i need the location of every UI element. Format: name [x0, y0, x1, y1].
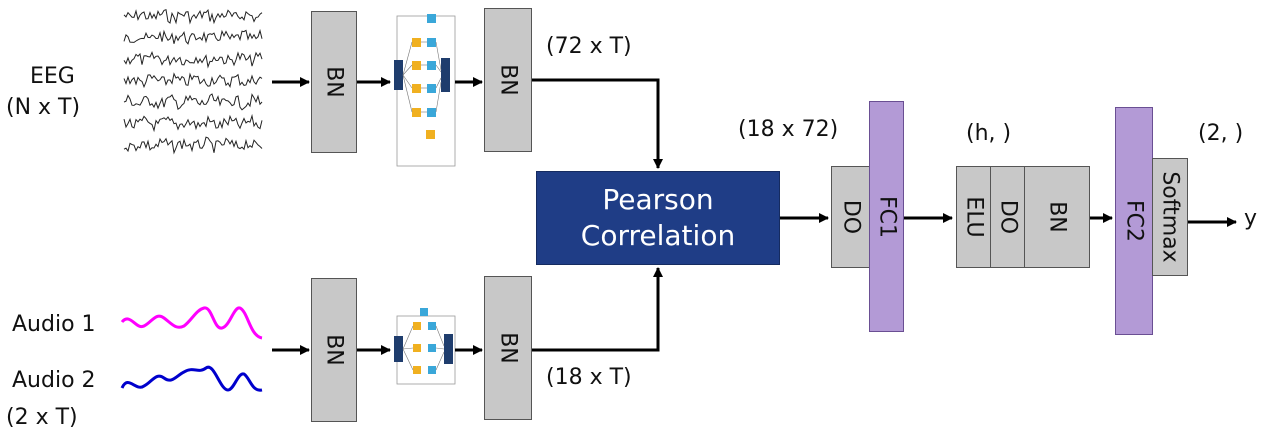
fc2-label: FC2: [1121, 199, 1147, 243]
audio-bn-out-label: BN: [495, 332, 521, 364]
dropout2-block: DO: [990, 166, 1025, 268]
softmax-label: Softmax: [1157, 171, 1183, 263]
eeg-label: EEG: [30, 64, 75, 89]
eeg-bn-in-label: BN: [321, 66, 347, 98]
eeg-trace: [123, 113, 263, 133]
bn-head-block: BN: [1024, 166, 1090, 268]
audio-bn-in-block: BN: [311, 278, 357, 422]
audio-bn-in-label: BN: [321, 334, 347, 366]
flow-arrows: [272, 77, 1237, 355]
pearson-correlation-block: Pearson Correlation: [536, 171, 780, 265]
audio2-waveform: [120, 365, 263, 392]
eeg-trace: [123, 8, 263, 25]
audio2-label: Audio 2: [12, 368, 96, 393]
pearson-line2: Correlation: [580, 219, 736, 252]
eeg-out-shape-label: (72 x T): [546, 34, 632, 59]
audio-bn-out-block: BN: [484, 276, 532, 420]
audio1-label: Audio 1: [12, 312, 96, 337]
bn-head-label: BN: [1044, 201, 1070, 233]
eeg-bn-out-label: BN: [495, 64, 521, 96]
elu-label: ELU: [961, 196, 986, 238]
dropout1-label: DO: [838, 199, 863, 235]
eeg-inception-module: [394, 14, 456, 167]
eeg-trace: [123, 93, 263, 111]
eeg-trace: [123, 136, 263, 155]
pearson-out-shape-label: (18 x 72): [738, 117, 839, 142]
output-shape-label: (2, ): [1198, 121, 1244, 146]
eeg-trace: [123, 28, 263, 45]
softmax-block: Softmax: [1152, 158, 1188, 276]
eeg-bn-out-block: BN: [484, 8, 532, 152]
eeg-bn-in-block: BN: [311, 11, 357, 153]
fc1-label: FC1: [874, 195, 899, 238]
dropout1-block: DO: [831, 166, 870, 268]
pearson-line1: Pearson: [602, 183, 714, 216]
audio-inception-module: [394, 308, 456, 385]
eeg-shape-label: (N x T): [6, 95, 81, 120]
dropout2-label: DO: [995, 199, 1020, 235]
audio1-waveform: [120, 306, 263, 340]
eeg-signal-traces: [123, 8, 263, 155]
elu-block: ELU: [956, 166, 991, 268]
audio-out-shape-label: (18 x T): [546, 365, 632, 390]
hidden-shape-label: (h, ): [966, 121, 1012, 146]
eeg-trace: [123, 72, 263, 89]
eeg-trace: [123, 51, 263, 69]
fc1-block: FC1: [869, 101, 904, 332]
fc2-block: FC2: [1115, 107, 1153, 335]
output-y-label: y: [1244, 206, 1258, 231]
audio-shape-label: (2 x T): [6, 405, 78, 430]
